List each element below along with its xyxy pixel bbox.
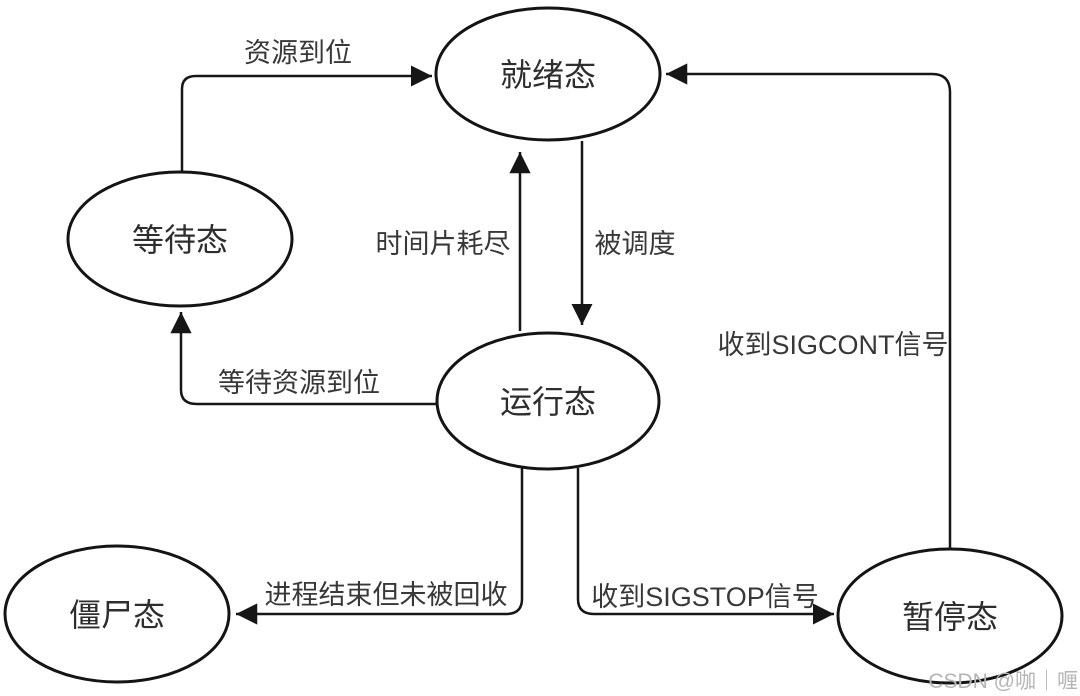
node-paused: 暂停态	[836, 547, 1064, 685]
nodes: 就绪态 等待态 运行态 僵尸态 暂停态	[3, 6, 1064, 685]
arrow-running-to-waiting	[170, 312, 437, 406]
edge-label-scheduled: 被调度	[595, 229, 676, 259]
node-running-ellipse	[435, 331, 661, 471]
edge-running-to-zombie: 进程结束但未被回收	[236, 468, 524, 625]
node-ready-ellipse	[434, 6, 662, 142]
edge-label-resources-ready: 资源到位	[244, 38, 352, 68]
node-waiting-label: 等待态	[132, 222, 228, 258]
node-running-label: 运行态	[500, 384, 596, 420]
node-paused-label: 暂停态	[902, 599, 998, 635]
edge-label-timeslice-exhausted: 时间片耗尽	[376, 229, 511, 259]
arrow-running-to-paused	[576, 468, 834, 625]
edge-label-process-ended-not-reaped: 进程结束但未被回收	[265, 580, 508, 610]
node-ready-label: 就绪态	[500, 57, 596, 93]
watermark-csdn: CSDN @咖｜喱	[928, 670, 1078, 693]
arrow-paused-to-ready	[666, 63, 952, 549]
edge-running-to-ready: 时间片耗尽	[376, 152, 531, 331]
node-zombie-label: 僵尸态	[69, 597, 165, 633]
edge-paused-to-ready: 收到SIGCONT信号	[666, 63, 952, 549]
edge-ready-to-running: 被调度	[571, 141, 676, 325]
edge-waiting-to-ready: 资源到位	[180, 38, 432, 171]
node-waiting: 等待态	[66, 170, 294, 308]
edge-running-to-waiting: 等待资源到位	[170, 312, 437, 406]
node-ready: 就绪态	[434, 6, 662, 142]
node-waiting-ellipse	[66, 170, 294, 308]
edge-label-sigcont-received: 收到SIGCONT信号	[717, 330, 948, 360]
edge-running-to-paused: 收到SIGSTOP信号	[576, 468, 834, 625]
edge-label-sigstop-received: 收到SIGSTOP信号	[591, 582, 819, 612]
node-zombie-ellipse	[3, 544, 231, 684]
arrow-running-to-zombie	[236, 468, 524, 625]
node-running: 运行态	[435, 331, 661, 471]
node-zombie: 僵尸态	[3, 544, 231, 684]
node-paused-ellipse	[836, 547, 1064, 685]
arrow-waiting-to-ready	[180, 65, 432, 171]
edges: 资源到位 时间片耗尽 被调度 等待资源到位 收到SIGCONT信号 进程结束但未	[170, 38, 952, 625]
edge-label-wait-for-resources: 等待资源到位	[218, 368, 380, 398]
